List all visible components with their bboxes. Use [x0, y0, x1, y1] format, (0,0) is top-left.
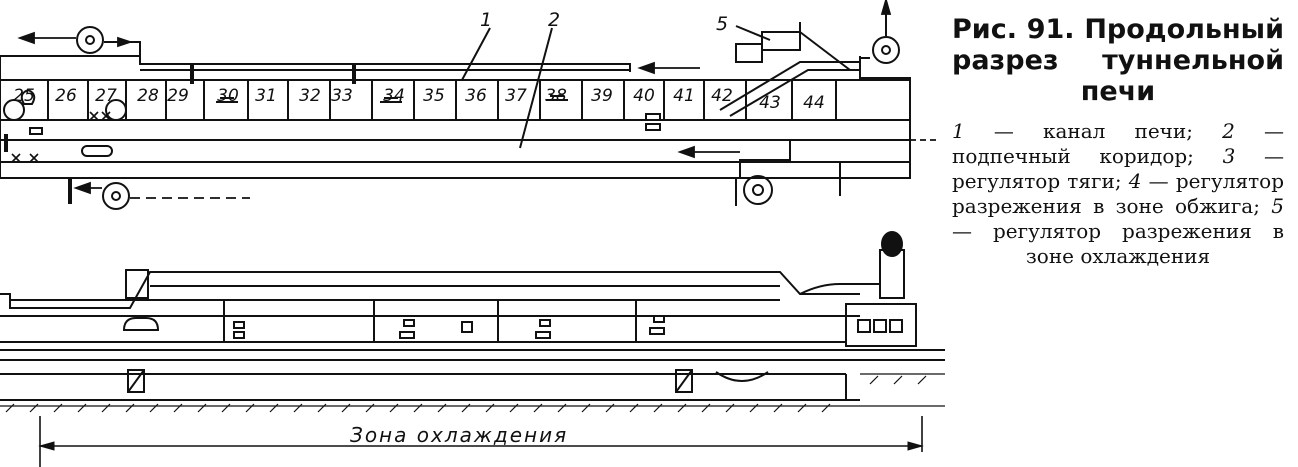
flue-posts	[223, 300, 637, 342]
cell-label-43: 43	[759, 93, 781, 113]
legend-num-5: 5	[1271, 194, 1284, 218]
cell-label-27: 27	[95, 86, 117, 106]
flow-arrows	[17, 0, 940, 199]
legend-num-2: 2	[1222, 119, 1235, 143]
kiln-roof	[0, 271, 860, 309]
figure-title: Рис. 91. Продольный разрез туннельной пе…	[952, 14, 1284, 107]
regulator-tower	[879, 249, 905, 299]
zone-label: Зона охлаждения	[350, 423, 568, 447]
legend-text-1: канал печи	[1043, 119, 1187, 143]
cell-label-31: 31	[255, 86, 277, 106]
cell-label-44: 44	[803, 93, 825, 113]
callout-5: 5	[716, 13, 728, 35]
legend-text-5: регулятор разрежения в зоне охлаждения	[992, 219, 1285, 268]
cell-label-42: 42	[711, 86, 733, 106]
cell-label-26: 26	[55, 86, 77, 106]
cell-label-25: 25	[13, 86, 35, 106]
fan-icons	[3, 26, 900, 210]
regulator-5-box	[735, 43, 763, 63]
cell-label-28: 28	[137, 86, 159, 106]
figure-caption: Рис. 91. Продольный разрез туннельной пе…	[952, 14, 1284, 269]
cell-label-30: 30	[217, 86, 239, 106]
regulator-symbols	[20, 88, 661, 135]
cell-label-32: 32	[299, 86, 321, 106]
draft-regulators	[4, 64, 356, 204]
kiln-cell-dividers	[47, 80, 837, 120]
burner-symbols	[233, 315, 665, 339]
legend-text-4: регулятор разрежения в зоне обжига	[952, 169, 1284, 218]
cell-label-33: 33	[331, 86, 353, 106]
cell-label-35: 35	[423, 86, 445, 106]
cell-label-38: 38	[545, 86, 567, 106]
kiln-cell-labels: 25 26 27 28 29 30 31 32 33 34 35 36 37 38 39 40 41 42 43 44	[13, 86, 825, 113]
callout-2: 2	[548, 9, 560, 31]
callout-1: 1	[480, 9, 492, 31]
legend-num-1: 1	[952, 119, 965, 143]
cell-label-29: 29	[167, 86, 189, 106]
cross-marks	[11, 111, 111, 163]
cell-label-41: 41	[673, 86, 695, 106]
cell-label-34: 34	[383, 86, 405, 106]
legend-text-3: регулятор тяги	[952, 169, 1115, 193]
control-cabin	[845, 303, 917, 347]
legend-text-2: подпечный коридор	[952, 144, 1188, 168]
cell-label-36: 36	[465, 86, 487, 106]
legend-num-3: 3	[1222, 144, 1236, 168]
cell-label-40: 40	[633, 86, 655, 106]
kiln-plan-outline	[0, 56, 911, 179]
cell-label-39: 39	[591, 86, 613, 106]
tunnel-kiln-diagram: 2526272829303132333435363738394041424344…	[0, 0, 945, 467]
fan-grille	[715, 371, 769, 382]
legend-num-4: 4	[1128, 169, 1142, 193]
ground-hatch	[0, 373, 945, 413]
cell-label-37: 37	[505, 86, 527, 106]
figure-legend: 1 — канал печи; 2 — подпечный коридор; 3…	[952, 119, 1285, 268]
